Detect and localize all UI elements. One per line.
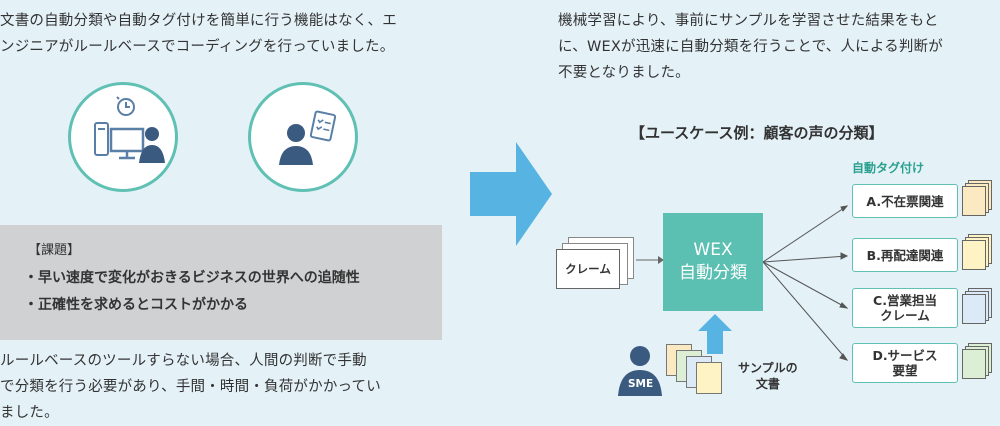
input-document-stack: クレーム [556,237,636,291]
sample-docs-line-1: サンプルの [738,361,798,375]
issue-title: 【課題】 [28,243,81,258]
category-d: D.サービス 要望 [852,343,958,383]
left-outro-text: ルールベースのツールすらない場合、人間の判断で手動 で分類を行う必要があり、手間… [0,348,450,426]
engineer-at-computer-icon [94,96,165,163]
auto-tag-label: 自動タグ付け [852,161,925,175]
engineer-computer-circle [68,82,178,192]
training-arrow-icon [698,314,732,354]
left-intro-line-2: ンジニアがルールベースでコーディングを行っていました。 [0,39,395,55]
category-b: B.再配達関連 [852,238,958,272]
right-intro-line-2: に、WEXが迅速に自動分類を行うことで、人による判断が [558,39,943,55]
person-checklist-icon [279,110,337,165]
sample-documents-icon [666,344,726,394]
wex-label: WEX [693,240,733,260]
left-outro-line-1: ルールベースのツールすらない場合、人間の判断で手動 [0,353,367,369]
input-label: クレーム [556,249,620,289]
sme-person-icon [618,346,662,396]
fanout-arrows-icon [763,205,849,361]
category-c-docs-icon [962,288,992,324]
right-intro-text: 機械学習により、事前にサンプルを学習させた結果をもと に、WEXが迅速に自動分類… [558,8,1000,86]
category-a-docs-icon [962,180,992,216]
category-d-docs-icon [962,343,992,379]
right-intro-line-3: 不要となりました。 [558,65,690,81]
right-intro-line-1: 機械学習により、事前にサンプルを学習させた結果をもと [558,13,939,29]
category-b-docs-icon [962,234,992,270]
category-a: A.不在票関連 [852,184,958,218]
issue-box: 【課題】 ・早い速度で変化がおきるビジネスの世界への追随性 ・正確性を求めるとコ… [0,225,442,340]
issue-item-1: ・早い速度で変化がおきるビジネスの世界への追随性 [24,270,360,286]
sample-docs-label: サンプルの 文書 [738,360,798,392]
manual-check-circle [248,82,358,192]
input-arrow-icon [636,256,664,264]
left-outro-line-2: で分類を行う必要があり、手間・時間・負荷がかかってい [0,379,381,395]
left-outro-line-3: ました。 [0,405,59,421]
category-c: C.営業担当 クレーム [852,288,958,328]
transition-arrow-icon [470,142,552,246]
left-intro-line-1: 文書の自動分類や自動タグ付けを簡単に行う機能はなく、エ [0,13,397,29]
wex-auto-classify-label: 自動分類 [679,263,747,283]
left-intro-text: 文書の自動分類や自動タグ付けを簡単に行う機能はなく、エ ンジニアがルールベースで… [0,8,450,60]
issue-item-2: ・正確性を求めるとコストがかかる [24,297,248,313]
usecase-title: 【ユースケース例：顧客の声の分類】 [630,124,884,142]
wex-classifier-box: WEX 自動分類 [663,213,763,311]
sme-label: SME [628,378,654,390]
sample-docs-line-2: 文書 [755,377,780,391]
